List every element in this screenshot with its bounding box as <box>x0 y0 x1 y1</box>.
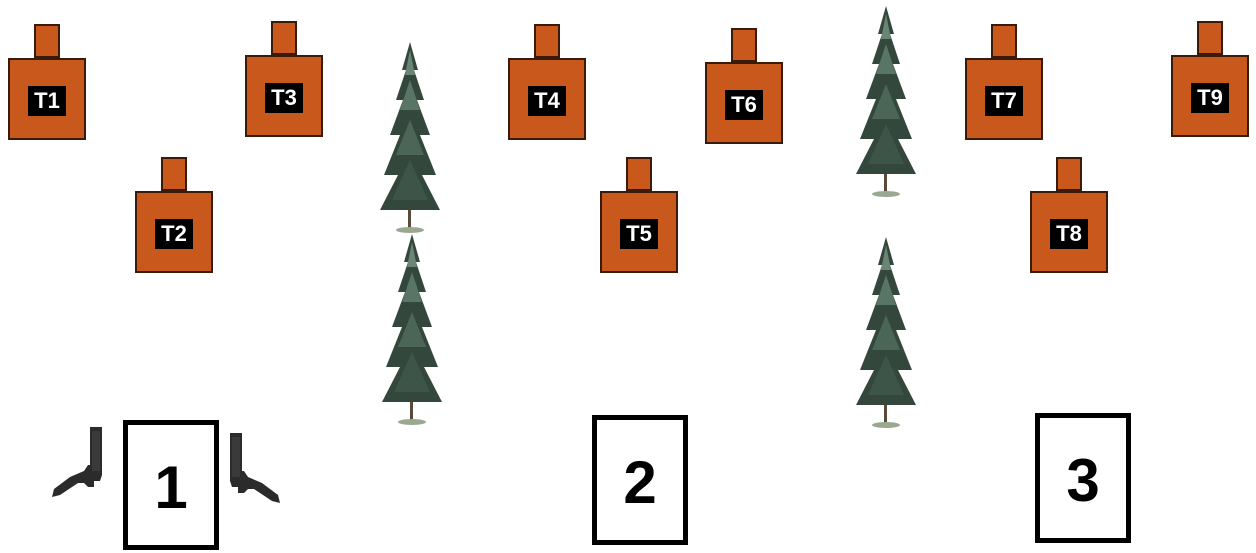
target-head <box>991 24 1017 58</box>
target-head <box>534 24 560 58</box>
target-label: T5 <box>620 219 658 249</box>
pistol-graphic <box>230 433 280 503</box>
target-t9: T9 <box>1171 21 1251 139</box>
target-t1: T1 <box>8 24 88 142</box>
target-label: T4 <box>528 86 566 116</box>
target-head <box>1197 21 1223 55</box>
target-label: T1 <box>28 86 66 116</box>
target-t5: T5 <box>600 157 680 275</box>
pistol-graphic <box>52 427 102 497</box>
tree-graphic <box>382 234 442 425</box>
target-head <box>1056 157 1082 191</box>
target-t4: T4 <box>508 24 588 142</box>
target-label: T2 <box>155 219 193 249</box>
target-label: T9 <box>1191 83 1229 113</box>
target-body: T7 <box>965 58 1043 140</box>
target-t2: T2 <box>135 157 215 275</box>
tree-graphic <box>380 42 440 233</box>
target-body: T6 <box>705 62 783 144</box>
target-head <box>161 157 187 191</box>
pistol-icon <box>50 425 106 501</box>
target-body: T2 <box>135 191 213 273</box>
tree-graphic <box>856 6 916 197</box>
tree-icon <box>372 232 452 427</box>
target-t7: T7 <box>965 24 1045 142</box>
tree-icon <box>370 40 450 235</box>
target-head <box>34 24 60 58</box>
target-head <box>626 157 652 191</box>
target-body: T3 <box>245 55 323 137</box>
station-box-1: 1 <box>123 420 219 550</box>
target-head <box>271 21 297 55</box>
station-number: 2 <box>623 449 657 516</box>
target-body: T1 <box>8 58 86 140</box>
tree-graphic <box>856 237 916 428</box>
target-label: T8 <box>1050 219 1088 249</box>
target-label: T7 <box>985 86 1023 116</box>
target-t8: T8 <box>1030 157 1110 275</box>
tree-icon <box>846 235 926 430</box>
target-t3: T3 <box>245 21 325 139</box>
target-t6: T6 <box>705 28 785 146</box>
tree-icon <box>846 4 926 199</box>
target-label: T3 <box>265 83 303 113</box>
station-number: 3 <box>1066 447 1100 514</box>
station-box-3: 3 <box>1035 413 1131 543</box>
pistol-icon <box>226 431 282 507</box>
station-number: 1 <box>154 454 188 521</box>
target-body: T5 <box>600 191 678 273</box>
target-body: T8 <box>1030 191 1108 273</box>
target-label: T6 <box>725 90 763 120</box>
target-body: T4 <box>508 58 586 140</box>
target-body: T9 <box>1171 55 1249 137</box>
station-box-2: 2 <box>592 415 688 545</box>
target-head <box>731 28 757 62</box>
